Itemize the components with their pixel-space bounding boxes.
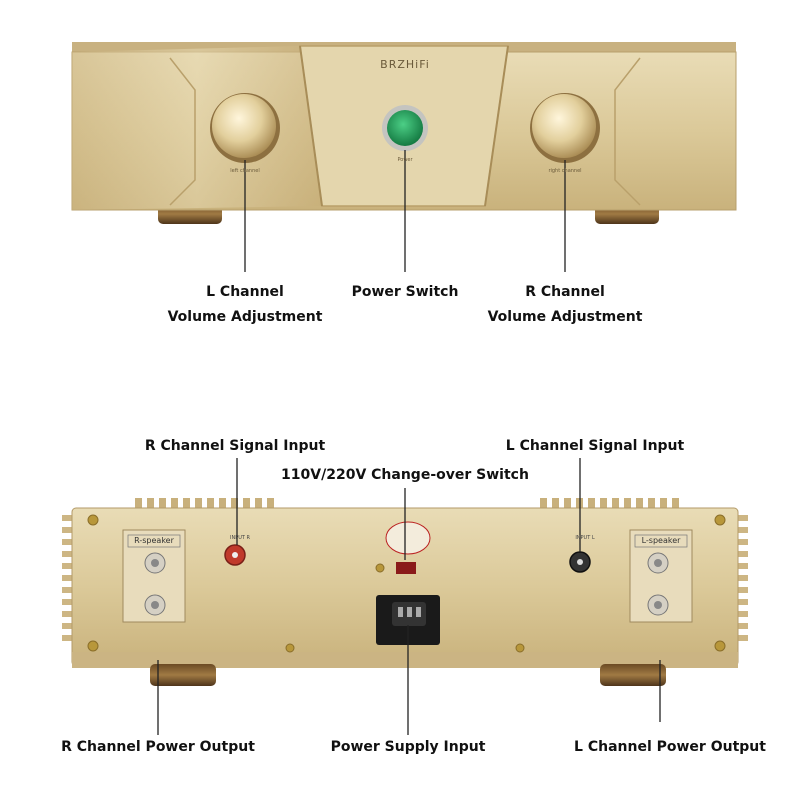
callout-r-channel-signal-input: R Channel Signal Input: [144, 438, 326, 454]
rear-right-foot: [600, 664, 666, 686]
callout-l-channel-volume-line2: Volume Adjustment: [167, 309, 323, 325]
callout-r-channel-power-output: R Channel Power Output: [61, 739, 255, 755]
l-speaker-label: L-speaker: [641, 536, 681, 545]
callout-l-channel-power-output: L Channel Power Output: [574, 739, 766, 755]
callout-power-switch: Power Switch: [351, 284, 459, 300]
callout-power-supply-input: Power Supply Input: [330, 739, 486, 755]
brand-logo-text: BRZHiFi: [380, 58, 430, 71]
input-l-label: INPUT L: [575, 535, 595, 541]
right-knob-label: right channel: [548, 168, 582, 174]
input-r-label: INPUT R: [229, 535, 250, 541]
rear-left-foot: [150, 664, 216, 686]
callout-r-channel-volume: R Channel Volume Adjustment: [475, 280, 655, 330]
left-knob-label: left channel: [230, 168, 260, 174]
callout-l-channel-volume-line1: L Channel: [206, 284, 284, 300]
voltage-switch: [396, 562, 416, 574]
callout-l-channel-volume: L Channel Volume Adjustment: [155, 280, 335, 330]
front-panel: [71, 42, 737, 272]
callout-l-channel-signal-input: L Channel Signal Input: [505, 438, 685, 454]
r-speaker-label: R-speaker: [134, 536, 174, 545]
power-label: Power: [397, 157, 413, 163]
callout-r-channel-volume-line2: Volume Adjustment: [487, 309, 643, 325]
callout-r-channel-volume-line1: R Channel: [525, 284, 605, 300]
callout-changeover-switch: 110V/220V Change-over Switch: [281, 467, 529, 483]
rear-panel: [62, 458, 748, 735]
